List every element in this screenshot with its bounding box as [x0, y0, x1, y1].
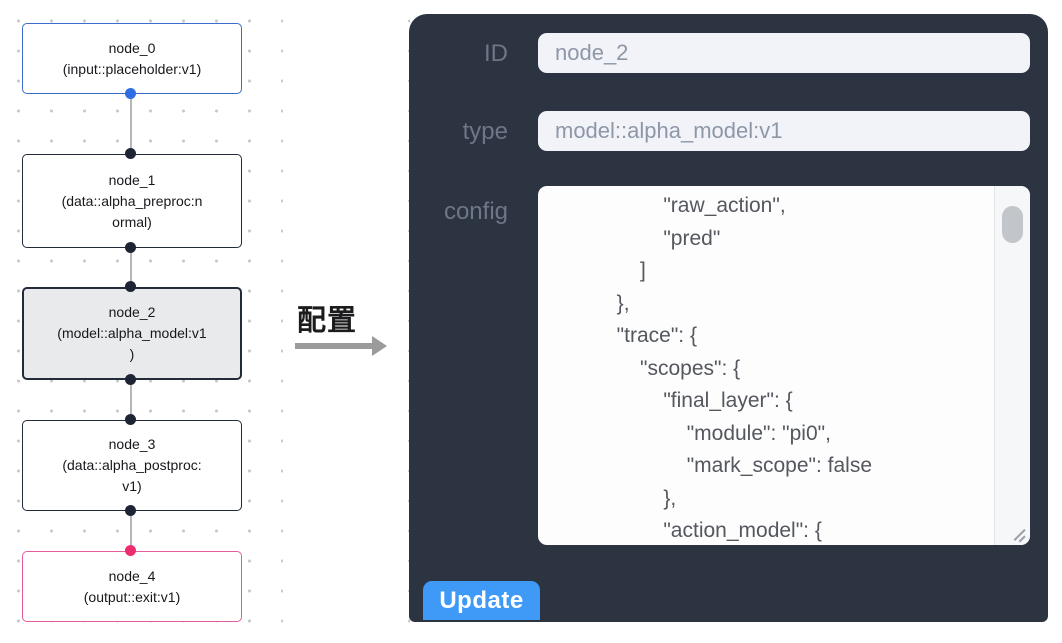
config-json-text[interactable]: "raw_action", "pred" ] }, "trace": { "sc… [616, 194, 873, 542]
node-4-box[interactable]: node_4 (output::exit:v1) [22, 551, 242, 622]
node-0-label: node_0 (input::placeholder:v1) [62, 39, 202, 77]
node-1-box[interactable]: node_1 (data::alpha_preproc:n ormal) [22, 154, 242, 248]
node-0-box[interactable]: node_0 (input::placeholder:v1) [22, 23, 242, 94]
canvas-dots-top-strip [410, 0, 1062, 14]
configure-annotation: 配置 [283, 0, 393, 643]
right-arrow-icon [295, 343, 372, 349]
type-label: type [462, 118, 508, 145]
node-1-source-handle[interactable] [125, 242, 136, 253]
config-editor[interactable]: "raw_action", "pred" ] }, "trace": { "sc… [538, 186, 1030, 545]
edge-node3-node4 [130, 511, 132, 551]
node-0-source-handle[interactable] [125, 88, 136, 99]
node-4-target-handle[interactable] [125, 545, 136, 556]
config-scrollbar-thumb[interactable] [1002, 206, 1023, 243]
node-2-box-selected[interactable]: node_2 (model::alpha_model:v1 ) [22, 287, 242, 380]
edge-node1-node2 [130, 248, 132, 287]
edge-node0-node1 [130, 94, 132, 154]
node-4-label: node_4 (output::exit:v1) [83, 567, 181, 605]
resize-grip-icon[interactable] [1012, 527, 1027, 542]
config-scrollbar-track[interactable] [994, 186, 1030, 545]
edge-node2-node3 [130, 380, 132, 420]
node-2-source-handle[interactable] [125, 374, 136, 385]
node-2-target-handle[interactable] [125, 281, 136, 292]
node-3-source-handle[interactable] [125, 505, 136, 516]
node-2-label: node_2 (model::alpha_model:v1 ) [57, 304, 207, 362]
node-config-panel: ID type config "raw_action", "pred" ] },… [409, 14, 1048, 622]
type-input[interactable] [538, 111, 1030, 151]
update-button[interactable]: Update [423, 581, 540, 620]
config-label: config [443, 198, 508, 225]
id-label: ID [484, 40, 508, 67]
id-input[interactable] [538, 33, 1030, 73]
node-3-box[interactable]: node_3 (data::alpha_postproc: v1) [22, 420, 242, 511]
canvas-dots-strip [391, 0, 410, 643]
configure-annotation-label: 配置 [297, 305, 358, 337]
right-arrow-head-icon [372, 336, 387, 356]
node-3-target-handle[interactable] [125, 414, 136, 425]
node-1-target-handle[interactable] [125, 148, 136, 159]
node-1-label: node_1 (data::alpha_preproc:n ormal) [61, 171, 203, 230]
node-3-label: node_3 (data::alpha_postproc: v1) [62, 436, 202, 494]
